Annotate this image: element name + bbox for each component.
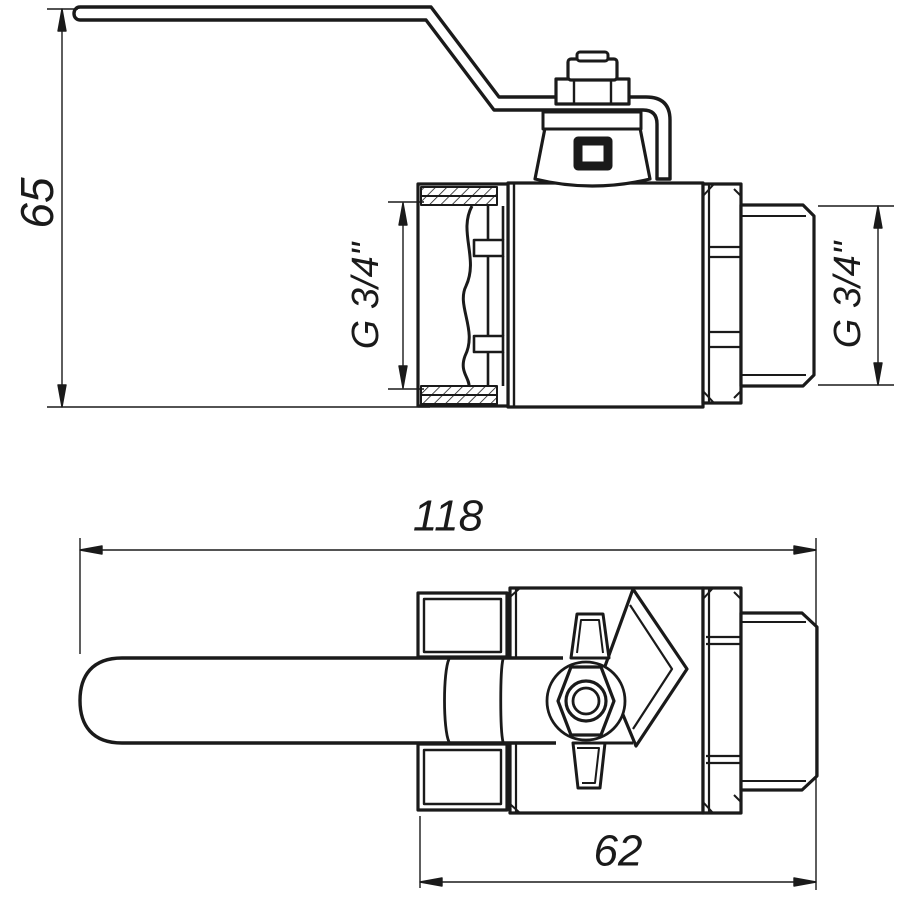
male-thread-end-front xyxy=(739,203,816,388)
female-end-curve-left xyxy=(443,658,451,743)
dim-62 xyxy=(419,816,817,888)
stem-nut-front xyxy=(554,50,631,106)
dim-62-label: 62 xyxy=(594,827,643,876)
thread-hatch-bottom2 xyxy=(420,394,498,405)
valve-body-front xyxy=(506,181,705,409)
dim-118-label: 118 xyxy=(413,492,484,541)
dim-thread-left xyxy=(388,201,424,390)
bracket-tabs-plan xyxy=(569,612,611,790)
stem-washer-front xyxy=(541,110,643,131)
female-end-curve-right xyxy=(499,658,505,743)
thread-hatch-top xyxy=(420,186,498,197)
dim-thread-left-label: G 3/4" xyxy=(345,241,387,349)
dim-thread-right-label: G 3/4" xyxy=(827,240,869,348)
handle-front xyxy=(72,5,672,181)
dim-118 xyxy=(79,538,817,890)
thread-hatch-bottom xyxy=(420,385,498,396)
thread-hatch-top2 xyxy=(420,195,498,206)
dim-65 xyxy=(47,8,430,408)
stem-ridge-front xyxy=(575,50,610,63)
handle-plan xyxy=(78,656,563,745)
male-thread-end-plan xyxy=(739,611,819,792)
hex-section-plan xyxy=(701,586,743,815)
dim-thread-right xyxy=(818,205,894,386)
stem-nut-plan xyxy=(556,665,616,737)
female-thread-end-front xyxy=(416,182,510,408)
dimension-labels: 65 G 3/4" G 3/4" 118 62 xyxy=(11,177,869,875)
female-thread-end-plan xyxy=(416,591,509,812)
stem-square-front xyxy=(573,136,613,171)
front-view xyxy=(47,5,894,409)
hex-section-front xyxy=(701,182,743,405)
dim-65-label: 65 xyxy=(11,177,63,229)
break-line xyxy=(461,205,474,388)
dim-65-arrow-top xyxy=(57,8,67,32)
plan-view xyxy=(78,538,819,890)
dim-65-arrow-bottom xyxy=(57,384,67,408)
